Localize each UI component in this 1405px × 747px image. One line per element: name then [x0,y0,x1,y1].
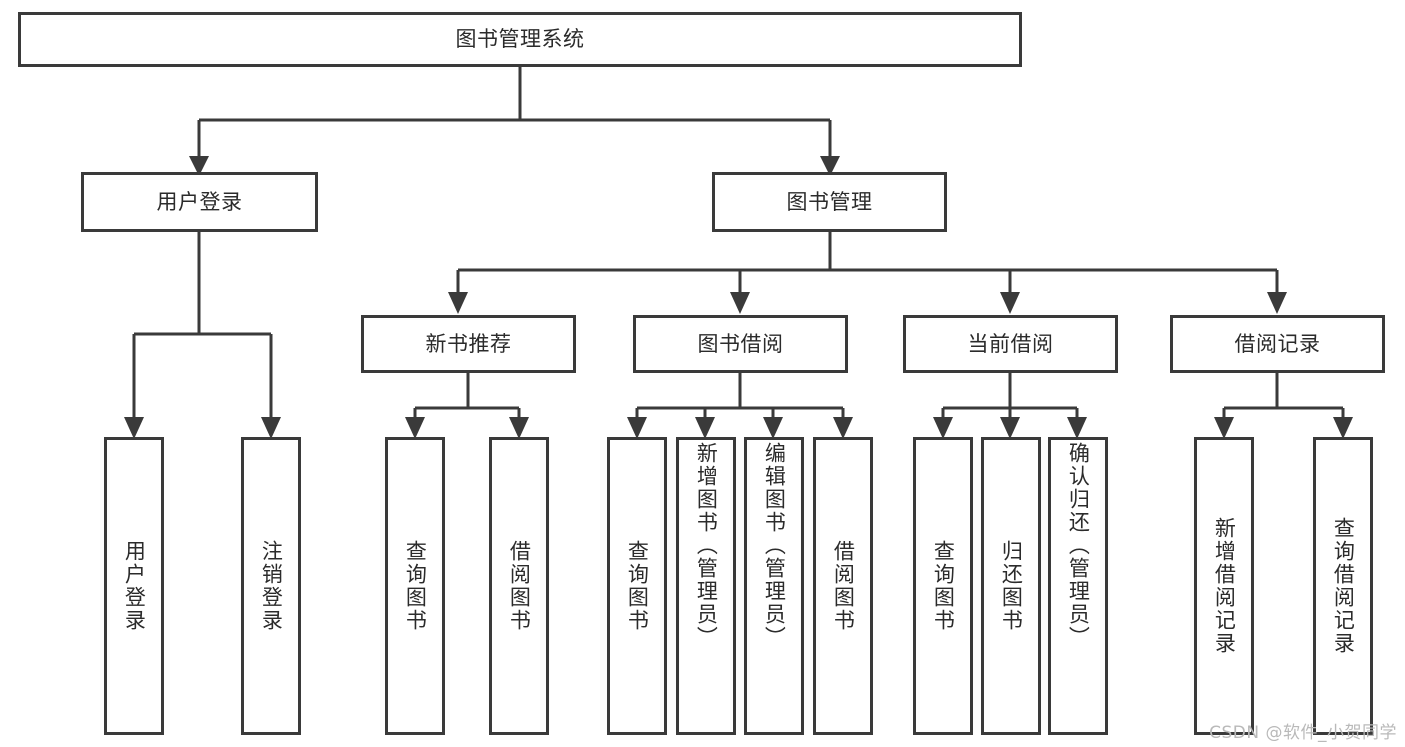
node-current-borrow[interactable]: 当前借阅 [903,315,1118,373]
node-new-book-recommend[interactable]: 新书推荐 [361,315,576,373]
node-user-login-label: 用户登录 [156,189,243,214]
node-root-label: 图书管理系统 [455,27,585,52]
node-borrow-record[interactable]: 借阅记录 [1170,315,1385,373]
node-book-borrow[interactable]: 图书借阅 [633,315,848,373]
leaf-return-book[interactable]: 归还图书 [981,437,1041,735]
node-book-management-label: 图书管理 [786,189,873,214]
leaf-return-book-label: 归还图书 [999,540,1024,632]
node-book-management[interactable]: 图书管理 [712,172,947,232]
csdn-watermark: CSDN @软件_小贺同学 [1209,723,1397,743]
leaf-user-login-label: 用户登录 [122,540,147,632]
leaf-logout[interactable]: 注销登录 [241,437,301,735]
leaf-confirm-return[interactable]: 确认归还（管理员） [1048,437,1108,735]
leaf-query-book-3[interactable]: 查询图书 [913,437,973,735]
leaf-query-record[interactable]: 查询借阅记录 [1313,437,1373,735]
leaf-borrow-book-2[interactable]: 借阅图书 [813,437,873,735]
node-new-book-recommend-label: 新书推荐 [425,331,512,356]
node-book-borrow-label: 图书借阅 [697,331,784,356]
leaf-query-book-3-label: 查询图书 [931,540,956,632]
leaf-query-book-2-label: 查询图书 [625,540,650,632]
leaf-query-book-2[interactable]: 查询图书 [607,437,667,735]
leaf-query-book-1-label: 查询图书 [403,540,428,632]
node-user-login[interactable]: 用户登录 [81,172,318,232]
leaf-add-record-label: 新增借阅记录 [1212,517,1237,655]
node-current-borrow-label: 当前借阅 [967,331,1054,356]
leaf-user-login[interactable]: 用户登录 [104,437,164,735]
leaf-borrow-book-2-label: 借阅图书 [831,540,856,632]
node-borrow-record-label: 借阅记录 [1234,331,1321,356]
leaf-add-book-label: 新增图书（管理员） [694,442,719,649]
leaf-edit-book-label: 编辑图书（管理员） [762,442,787,649]
leaf-edit-book[interactable]: 编辑图书（管理员） [744,437,804,735]
leaf-add-record[interactable]: 新增借阅记录 [1194,437,1254,735]
node-root[interactable]: 图书管理系统 [18,12,1022,67]
leaf-logout-label: 注销登录 [259,540,284,632]
leaf-query-record-label: 查询借阅记录 [1331,517,1356,655]
leaf-add-book[interactable]: 新增图书（管理员） [676,437,736,735]
leaf-query-book-1[interactable]: 查询图书 [385,437,445,735]
leaf-confirm-return-label: 确认归还（管理员） [1066,442,1091,649]
leaf-borrow-book-1-label: 借阅图书 [507,540,532,632]
leaf-borrow-book-1[interactable]: 借阅图书 [489,437,549,735]
